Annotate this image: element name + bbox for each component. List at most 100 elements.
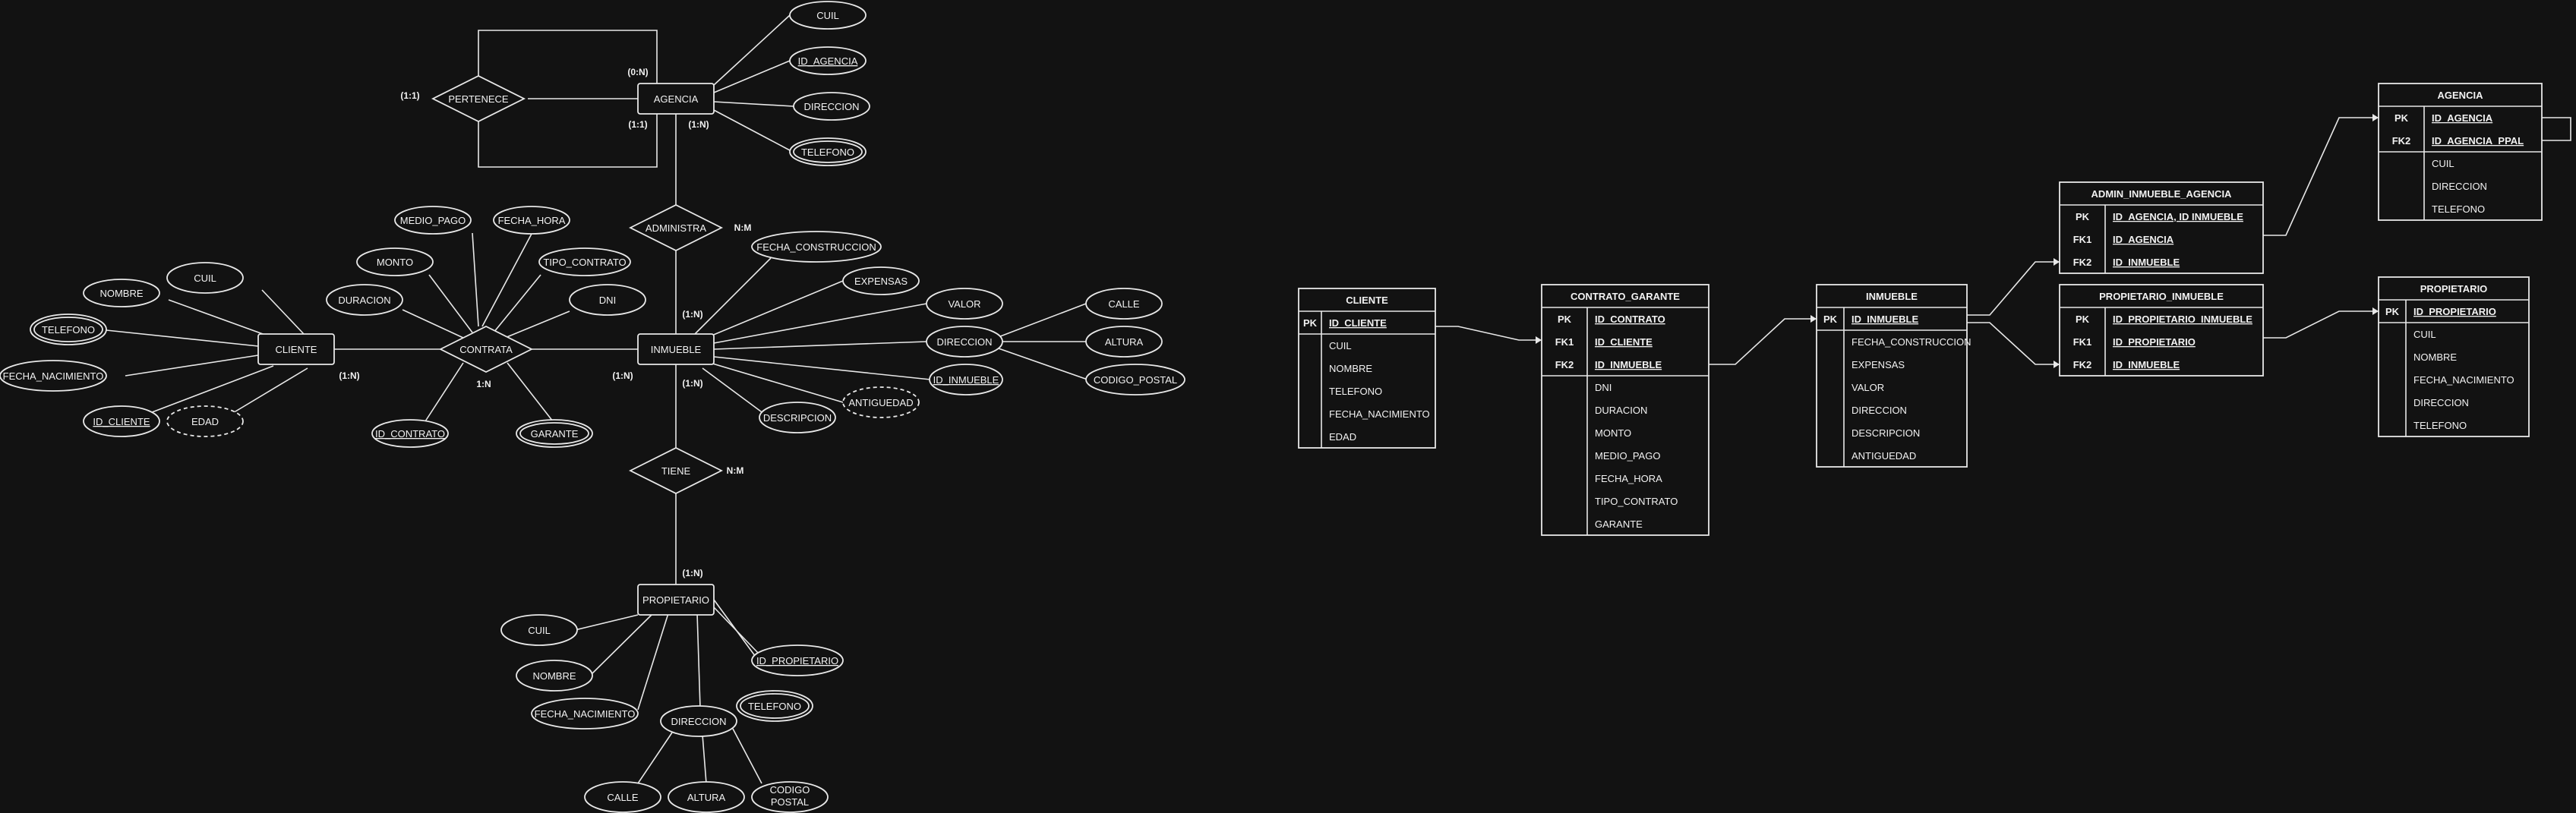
attribute-dni[interactable]: DNI: [569, 284, 646, 316]
table-field: VALOR: [1852, 382, 1884, 393]
attribute-nombre[interactable]: NOMBRE: [83, 279, 160, 307]
table-field: TELEFONO: [2413, 420, 2467, 431]
attribute-expensas[interactable]: EXPENSAS: [842, 266, 920, 295]
attribute-nombre[interactable]: NOMBRE: [516, 660, 593, 692]
svg-text:ALTURA: ALTURA: [1105, 336, 1144, 348]
entity-inmueble[interactable]: INMUEBLE: [637, 333, 715, 365]
table-field: CUIL: [2413, 329, 2436, 340]
attribute-cuil[interactable]: CUIL: [166, 262, 244, 294]
svg-text:ID_CONTRATO: ID_CONTRATO: [375, 428, 445, 440]
attribute-id-propietario-key[interactable]: ID_PROPIETARIO: [751, 644, 844, 676]
attribute-id-cliente-key[interactable]: ID_CLIENTE: [83, 405, 160, 437]
key-label: PK: [2394, 112, 2409, 124]
attribute-id-contrato-key[interactable]: ID_CONTRATO: [371, 419, 449, 448]
attribute-altura[interactable]: ALTURA: [668, 781, 745, 813]
table-title: PROPIETARIO_INMUEBLE: [2099, 291, 2224, 302]
cardinality-label: (1:1): [400, 90, 419, 101]
key-label: PK: [2076, 314, 2090, 325]
attribute-monto[interactable]: MONTO: [356, 247, 434, 276]
entity-agencia[interactable]: AGENCIA: [637, 83, 715, 115]
table-field: DURACION: [1595, 405, 1647, 416]
table-field: EXPENSAS: [1852, 359, 1905, 370]
key-label: PK: [1303, 317, 1318, 329]
attribute-telefono-multivalued[interactable]: TELEFONO: [736, 690, 813, 722]
attribute-valor[interactable]: VALOR: [926, 288, 1003, 320]
attribute-cuil[interactable]: CUIL: [500, 614, 578, 646]
svg-text:CODIGO_POSTAL: CODIGO_POSTAL: [1094, 374, 1177, 386]
relationship-label: TIENE: [661, 465, 691, 477]
attribute-garante-multivalued[interactable]: GARANTE: [516, 419, 593, 448]
attribute-id-inmueble-key[interactable]: ID_INMUEBLE: [929, 364, 1003, 395]
attribute-fecha-nacimiento[interactable]: FECHA_NACIMIENTO: [0, 360, 107, 392]
table-title: INMUEBLE: [1866, 291, 1918, 302]
attribute-fecha-construccion[interactable]: FECHA_CONSTRUCCION: [751, 231, 882, 263]
table-field: GARANTE: [1595, 518, 1643, 530]
table-title: CONTRATO_GARANTE: [1571, 291, 1680, 302]
key-label: FK1: [2073, 336, 2092, 348]
attribute-calle[interactable]: CALLE: [584, 781, 661, 813]
relationship-contrata[interactable]: CONTRATA: [438, 325, 534, 373]
attribute-fecha-hora[interactable]: FECHA_HORA: [493, 206, 570, 235]
attribute-telefono-multivalued[interactable]: TELEFONO: [30, 314, 107, 345]
relationship-tiene[interactable]: TIENE: [628, 446, 724, 495]
attribute-telefono-multivalued[interactable]: TELEFONO: [789, 137, 867, 166]
attribute-tipo-contrato[interactable]: TIPO_CONTRATO: [538, 247, 631, 276]
key-field: ID_PROPIETARIO: [2113, 336, 2196, 348]
attribute-direccion[interactable]: DIRECCION: [660, 705, 737, 737]
table-field: ANTIGUEDAD: [1852, 450, 1916, 462]
attribute-medio-pago[interactable]: MEDIO_PAGO: [394, 206, 472, 235]
table-field: CUIL: [1329, 340, 1352, 351]
er-connectors: [106, 14, 2571, 784]
svg-text:FECHA_NACIMIENTO: FECHA_NACIMIENTO: [535, 708, 636, 720]
attribute-id-agencia-key[interactable]: ID_AGENCIA: [789, 46, 867, 75]
attribute-codigo-postal[interactable]: CODIGO_POSTAL: [1085, 364, 1185, 395]
svg-text:ID_AGENCIA: ID_AGENCIA: [798, 55, 858, 67]
attribute-direccion[interactable]: DIRECCION: [926, 326, 1003, 358]
cardinality-label: (1:N): [612, 370, 633, 381]
attribute-edad-derived[interactable]: EDAD: [166, 405, 244, 437]
svg-text:ALTURA: ALTURA: [687, 792, 726, 803]
cardinality-label: (1:N): [682, 378, 702, 389]
attribute-codigo-postal[interactable]: CODIGO POSTAL: [751, 781, 829, 813]
relationship-pertenece[interactable]: PERTENECE: [431, 74, 526, 123]
table-title: CLIENTE: [1346, 295, 1388, 306]
entity-cliente[interactable]: CLIENTE: [257, 333, 335, 365]
entity-propietario[interactable]: PROPIETARIO: [637, 584, 715, 616]
key-field: ID_PROPIETARIO: [2413, 306, 2496, 317]
attribute-fecha-nacimiento[interactable]: FECHA_NACIMIENTO: [531, 698, 639, 729]
svg-text:DNI: DNI: [599, 295, 616, 306]
relationship-administra[interactable]: ADMINISTRA: [628, 203, 724, 252]
svg-text:TELEFONO: TELEFONO: [801, 147, 854, 158]
svg-text:NOMBRE: NOMBRE: [532, 670, 576, 682]
entity-label: CLIENTE: [276, 344, 317, 355]
svg-text:DIRECCION: DIRECCION: [937, 336, 993, 348]
attribute-calle[interactable]: CALLE: [1085, 288, 1163, 320]
table-field: FECHA_NACIMIENTO: [1329, 408, 1430, 420]
key-field: ID_CONTRATO: [1595, 314, 1665, 325]
table-field: EDAD: [1329, 431, 1356, 443]
attribute-descripcion[interactable]: DESCRIPCION: [759, 402, 836, 433]
key-field: ID_AGENCIA: [2432, 112, 2493, 124]
entity-label: AGENCIA: [654, 93, 699, 105]
attribute-altura[interactable]: ALTURA: [1085, 326, 1163, 358]
key-label: FK1: [1555, 336, 1574, 348]
arrow-icon: [1810, 315, 1817, 323]
table-field: NOMBRE: [1329, 363, 1372, 374]
attribute-antiguedad-derived[interactable]: ANTIGUEDAD: [842, 386, 920, 418]
svg-text:CUIL: CUIL: [194, 273, 216, 284]
attributes: CUIL ID_AGENCIA DIRECCION TELEFONO CUIL …: [0, 1, 1185, 813]
cardinality-label: (1:N): [682, 309, 702, 320]
svg-text:DIRECCION: DIRECCION: [671, 716, 727, 727]
attribute-duracion[interactable]: DURACION: [326, 284, 403, 316]
attribute-cuil[interactable]: CUIL: [789, 1, 867, 30]
attribute-direccion[interactable]: DIRECCION: [793, 92, 870, 121]
arrow-icon: [2054, 361, 2060, 368]
key-label: FK2: [2073, 359, 2092, 370]
